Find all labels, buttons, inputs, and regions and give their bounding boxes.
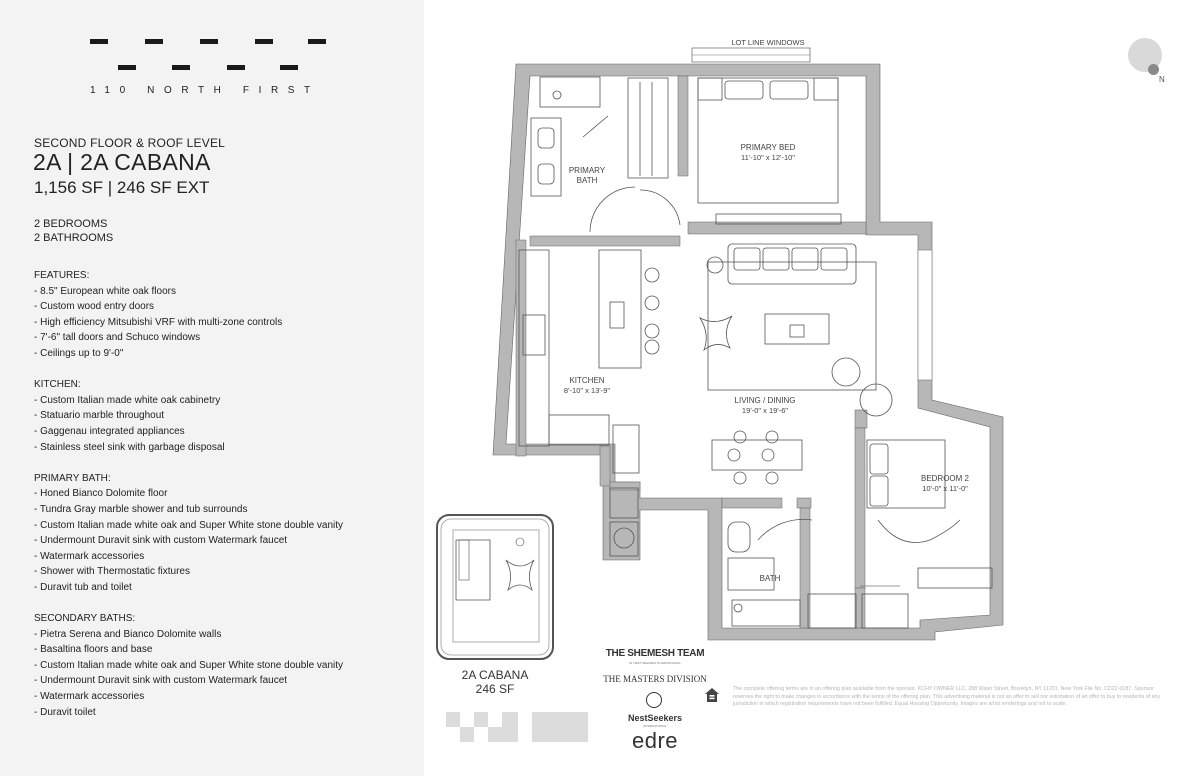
list-item: - Basaltina floors and base [34,644,153,656]
list-item: - Gaggenau integrated appliances [34,425,185,437]
list-item: - Stainless steel sink with garbage disp… [34,441,225,453]
legal-disclaimer: The complete offering terms are in an of… [733,686,1161,708]
cabana-size: 246 SF [475,682,515,696]
room-label: PRIMARY BED [741,143,796,152]
room-dimensions: 11'-10" x 12'-10" [741,153,795,162]
kitchen-label: KITCHEN 8'-10" x 13'-9" [564,376,610,395]
list-item: - Pietra Serena and Bianco Dolomite wall… [34,628,222,640]
lot-line-label: LOT LINE WINDOWS [731,38,804,47]
bed-bath-count: 2 BEDROOMS 2 BATHROOMS [34,217,113,245]
list-item: - Watermark accessories [34,550,145,562]
section-heading: FEATURES: [34,270,90,281]
window [917,249,933,381]
floor-level: SECOND FLOOR & ROOF LEVEL [34,136,226,150]
kitchen-section: KITCHEN: - Custom Italian made white oak… [34,377,419,455]
section-heading: KITCHEN: [34,379,81,391]
list-item: - Custom Italian made white oak cabinetr… [34,394,221,406]
primary-bath-label: PRIMARY BATH [569,166,606,185]
list-item: - 7'-6" tall doors and Schuco windows [34,332,201,344]
primary-bed-furniture [697,77,842,225]
edre-logo: edre [631,728,679,753]
unit-title: 2A | 2A CABANA [33,149,211,175]
cabana-plan [436,514,554,660]
room-label: KITCHEN [569,376,604,385]
room-dimensions: 8'-10" x 13'-9" [564,386,610,395]
room-label: BATH [577,176,598,185]
list-item: - High efficiency Mitsubishi VRF with mu… [34,316,283,328]
list-item: - Custom wood entry doors [34,301,155,313]
shemesh-subline: AT NEST SEEKERS INTERNATIONAL [629,661,681,665]
info-panel [0,0,424,776]
secondary-baths-section: SECONDARY BATHS: - Pietra Serena and Bia… [34,611,419,720]
room-label: PRIMARY [569,166,606,175]
list-item: - 8.5" European white oak floors [34,285,176,297]
living-label: LIVING / DINING 19'-0" x 19'-6" [735,396,796,415]
feature-list: FEATURES: - 8.5" European white oak floo… [34,268,419,720]
cabana-name: 2A CABANA [461,668,529,682]
compass-needle [1148,64,1159,75]
list-item: - Statuario marble throughout [34,410,165,422]
list-item: - Custom Italian made white oak and Supe… [34,519,344,531]
exterior-wall [492,63,1004,641]
unit-size: 1,156 SF | 246 SF EXT [34,178,210,197]
list-item: - Honed Bianco Dolomite floor [34,488,168,500]
bathroom-count: 2 BATHROOMS [34,232,114,244]
room-dimensions: 10'-0" x 11'-0" [922,484,968,493]
room-label: LIVING / DINING [735,396,796,405]
list-item: - Tundra Gray marble shower and tub surr… [34,503,248,515]
list-item: - Undermount Duravit sink with custom Wa… [34,675,288,687]
list-item: - Ceilings up to 9'-0" [34,347,124,359]
brand-logo [90,39,330,73]
bedroom2-furniture [807,439,993,629]
checker-logo [446,712,588,742]
compass-label: N [1159,75,1165,84]
list-item: - Watermark accessories [34,691,145,703]
masters-division-logo: THE MASTERS DIVISION [603,674,707,684]
nest-seekers-subline: INTERNATIONAL [643,724,667,728]
primary-bath-section: PRIMARY BATH: - Honed Bianco Dolomite fl… [34,471,419,596]
features-section: FEATURES: - 8.5" European white oak floo… [34,268,419,362]
living-furniture [698,243,893,485]
section-heading: SECONDARY BATHS: [34,613,136,625]
nest-seekers-icon [646,692,662,708]
list-item: - Shower with Thermostatic fixtures [34,566,190,578]
room-dimensions: 19'-0" x 19'-6" [742,406,788,415]
list-item: - Undermount Duravit sink with custom Wa… [34,535,288,547]
kitchen-fixtures [518,249,660,557]
interior-walls [515,75,868,629]
room-label: BEDROOM 2 [921,474,970,483]
list-item: - Custom Italian made white oak and Supe… [34,659,344,671]
list-item: - Duravit tub and toilet [34,581,132,593]
shemesh-team-logo: THE SHEMESH TEAM [605,648,705,659]
bedroom2-label: BEDROOM 2 10'-0" x 11'-0" [921,474,970,493]
cabana-label: 2A CABANA 246 SF [446,668,544,696]
primary-bed-label: PRIMARY BED 11'-10" x 12'-10" [741,143,796,162]
bedroom-count: 2 BEDROOMS [34,218,108,230]
bath-fixtures [727,519,813,627]
floor-plan: PRIMARY BATH PRIMARY BED 11'-10" x 12'-1… [436,38,1004,660]
primary-bath-fixtures [530,76,681,233]
room-label: BATH [760,574,781,583]
section-heading: PRIMARY BATH: [34,472,111,484]
brand-name: 110 NORTH FIRST [90,85,320,96]
equal-housing-icon [705,688,719,702]
nest-seekers-logo: NestSeekers [627,713,683,723]
list-item: - Duravit toilet [34,706,96,718]
north-compass: N [1128,38,1165,86]
